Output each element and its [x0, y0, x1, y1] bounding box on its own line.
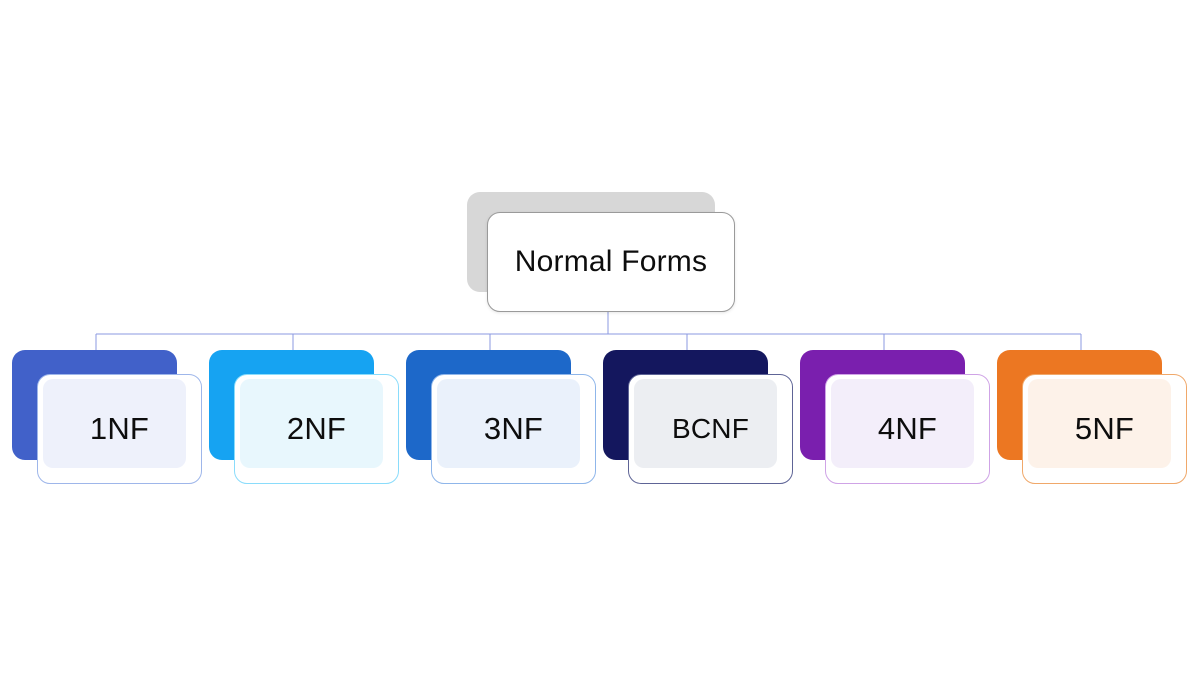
- node-2nf[interactable]: 2NF: [209, 350, 399, 484]
- node-3nf[interactable]: 3NF: [406, 350, 596, 484]
- node-inner-panel: [831, 379, 974, 468]
- node-label: Normal Forms: [514, 245, 708, 278]
- node-front-card: 5NF: [1022, 374, 1187, 484]
- node-label: 3NF: [483, 411, 544, 446]
- node-front-card: 3NF: [431, 374, 596, 484]
- node-label: 4NF: [877, 411, 938, 446]
- node-5nf[interactable]: 5NF: [997, 350, 1187, 484]
- node-inner-panel: [634, 379, 777, 468]
- node-label: 5NF: [1074, 411, 1135, 446]
- node-front-card: 4NF: [825, 374, 990, 484]
- node-1nf[interactable]: 1NF: [12, 350, 202, 484]
- node-label: 2NF: [286, 411, 347, 446]
- node-normal-forms[interactable]: Normal Forms: [467, 192, 735, 312]
- node-inner-panel: [240, 379, 383, 468]
- node-front-card: 1NF: [37, 374, 202, 484]
- node-4nf[interactable]: 4NF: [800, 350, 990, 484]
- node-front-card: BCNF: [628, 374, 793, 484]
- node-bcnf[interactable]: BCNF: [603, 350, 793, 484]
- node-inner-panel: [1028, 379, 1171, 468]
- node-label: 1NF: [89, 411, 150, 446]
- node-front-card: Normal Forms: [487, 212, 735, 312]
- node-label: BCNF: [671, 413, 750, 444]
- node-front-card: 2NF: [234, 374, 399, 484]
- node-inner-panel: [43, 379, 186, 468]
- node-inner-panel: [437, 379, 580, 468]
